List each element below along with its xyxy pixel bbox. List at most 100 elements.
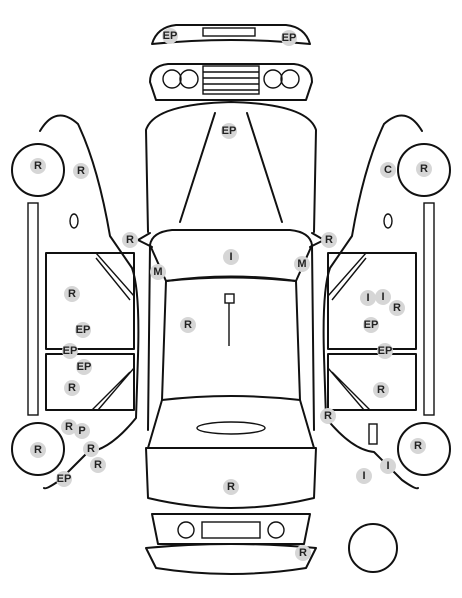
left-mirror-outline <box>137 232 153 248</box>
badge-right-front-door-i1: I <box>360 290 376 306</box>
roof-outline <box>161 275 301 401</box>
badge-label: R <box>299 547 307 559</box>
badge-circle <box>295 545 311 561</box>
badge-label: EP <box>57 473 72 485</box>
badge-label: I <box>362 470 365 482</box>
badge-left-mirror: R <box>122 232 138 248</box>
badge-left-front-wheel: R <box>30 158 46 174</box>
badge-circle <box>61 419 77 435</box>
badge-label: R <box>87 443 95 455</box>
badge-label: R <box>77 165 85 177</box>
badge-label: I <box>229 251 232 263</box>
badge-left-rear-bumper: EP <box>56 471 72 487</box>
car-body <box>137 101 325 509</box>
badge-circle <box>150 264 166 280</box>
badge-circle <box>221 123 237 139</box>
badge-right-front-door-handle: EP <box>363 317 379 333</box>
badge-right-front-door: R <box>389 300 405 316</box>
badge-circle <box>30 158 46 174</box>
badge-left-rocker-front: EP <box>62 343 78 359</box>
badge-circle <box>389 300 405 316</box>
badge-circle <box>363 317 379 333</box>
badge-right-front-door-i2: I <box>375 289 391 305</box>
badge-label: R <box>34 444 42 456</box>
badge-label: R <box>420 163 428 175</box>
badge-windshield: I <box>223 249 239 265</box>
badge-left-rear-door-handle: EP <box>76 359 92 375</box>
badge-label: EP <box>282 32 297 44</box>
badge-right-mirror: R <box>321 232 337 248</box>
badge-circle <box>320 408 336 424</box>
badge-label: M <box>297 258 306 270</box>
badge-circle <box>380 458 396 474</box>
badge-right-front-wheel: R <box>416 161 432 177</box>
badge-left-front-door-handle: EP <box>75 322 91 338</box>
badge-right-rocker: EP <box>377 343 393 359</box>
badge-label: EP <box>76 324 91 336</box>
badge-label: I <box>381 291 384 303</box>
badge-circle <box>380 162 396 178</box>
rear-panel <box>151 513 311 545</box>
badge-label: R <box>65 421 73 433</box>
fuel-cap-circle <box>348 523 398 573</box>
rear-window-outline <box>147 399 315 449</box>
badge-circle <box>377 343 393 359</box>
right-side <box>322 114 451 490</box>
badge-label: R <box>184 319 192 331</box>
front-bumper <box>151 24 311 45</box>
badge-label: R <box>34 160 42 172</box>
badge-label: R <box>68 288 76 300</box>
badge-left-a-pillar: M <box>150 264 166 280</box>
badge-label: R <box>393 302 401 314</box>
badge-circle <box>162 28 178 44</box>
badge-left-rear-wheel-arch: R <box>83 441 99 457</box>
badge-circle <box>75 322 91 338</box>
badge-right-rear-quarter-i1: I <box>356 468 372 484</box>
badge-circle <box>360 290 376 306</box>
badge-circle <box>76 359 92 375</box>
badge-label: R <box>377 384 385 396</box>
badge-label: EP <box>77 361 92 373</box>
badge-circle <box>73 163 89 179</box>
badge-circle <box>62 343 78 359</box>
badge-label: R <box>227 481 235 493</box>
badge-label: I <box>366 292 369 304</box>
badge-label: R <box>94 459 102 471</box>
badge-left-rear-door-p: P <box>74 423 90 439</box>
badge-circle <box>83 441 99 457</box>
badge-circle <box>64 286 80 302</box>
badge-front-bumper-left: EP <box>162 28 178 44</box>
badge-label: M <box>153 266 162 278</box>
badge-label: R <box>414 440 422 452</box>
badge-trunk: R <box>223 479 239 495</box>
front-grille <box>149 63 313 101</box>
badge-rear-bumper: R <box>295 545 311 561</box>
badge-circle <box>90 457 106 473</box>
badge-circle <box>410 438 426 454</box>
badge-circle <box>223 249 239 265</box>
badge-circle <box>223 479 239 495</box>
badge-right-rear-quarter-i2: I <box>380 458 396 474</box>
trunk-outline <box>145 447 317 509</box>
badge-label: EP <box>163 30 178 42</box>
badge-left-front-door: R <box>64 286 80 302</box>
badge-circle <box>56 471 72 487</box>
badge-circle <box>416 161 432 177</box>
badge-label: EP <box>378 345 393 357</box>
badge-circle <box>74 423 90 439</box>
badge-left-front-fender: R <box>73 163 89 179</box>
badge-right-rear-pillar: R <box>320 408 336 424</box>
badge-circle <box>321 232 337 248</box>
badge-left-rear-wheel: R <box>30 442 46 458</box>
badge-right-a-pillar: M <box>294 256 310 272</box>
badge-circle <box>373 382 389 398</box>
rear-bumper-shape <box>145 543 317 575</box>
badge-label: P <box>78 425 85 437</box>
badge-label: R <box>68 382 76 394</box>
badge-circle <box>180 317 196 333</box>
badge-circle <box>281 30 297 46</box>
badge-label: I <box>386 460 389 472</box>
badge-circle <box>356 468 372 484</box>
